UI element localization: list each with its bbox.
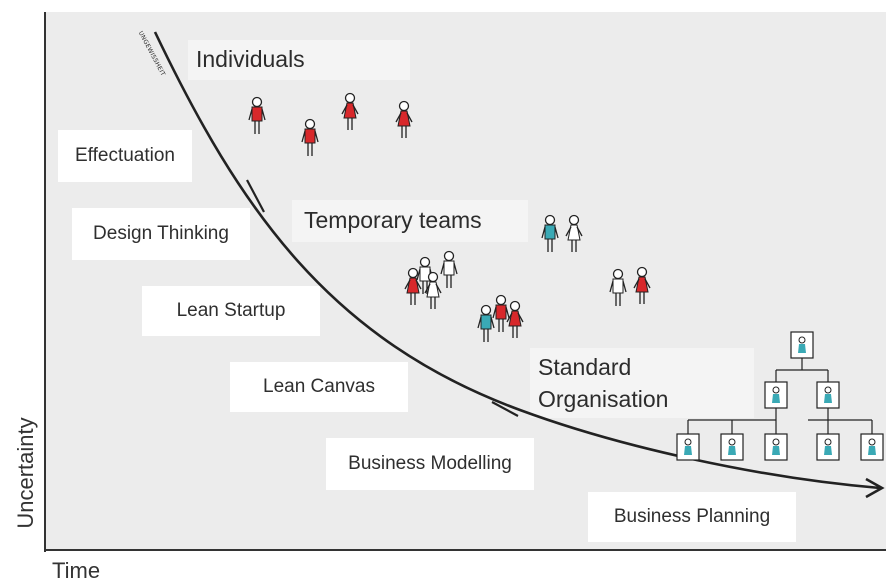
org-chart xyxy=(687,358,873,434)
team-figure xyxy=(440,250,458,288)
team-figure xyxy=(541,214,559,252)
team-figure xyxy=(424,271,442,309)
team-figure xyxy=(633,266,651,304)
method-box-design-thinking: Design Thinking xyxy=(72,208,250,260)
team-figure xyxy=(609,268,627,306)
curve-tick-2 xyxy=(491,401,519,417)
stage-label-organisation-line2: Organisation xyxy=(538,386,669,412)
curve-tick-1 xyxy=(246,179,265,213)
team-figure xyxy=(477,304,495,342)
teams-label-bg xyxy=(292,200,528,242)
organisation-label-bg xyxy=(530,348,754,418)
org-card xyxy=(816,433,840,461)
x-axis-label: Time xyxy=(52,558,101,583)
curve-arrowhead xyxy=(865,477,885,499)
org-card xyxy=(790,331,814,359)
uncertainty-curve xyxy=(153,31,881,490)
team-figure xyxy=(404,267,422,305)
team-figure xyxy=(492,294,510,332)
org-card xyxy=(720,433,744,461)
method-box-lean-canvas: Lean Canvas xyxy=(230,362,408,412)
org-card xyxy=(816,381,840,409)
individual-figure xyxy=(248,96,266,134)
method-box-business-modelling: Business Modelling xyxy=(326,438,534,490)
team-figure xyxy=(506,300,524,338)
individuals-label-bg xyxy=(188,40,410,80)
org-card xyxy=(764,433,788,461)
team-figure xyxy=(565,214,583,252)
individual-figure xyxy=(395,100,413,138)
method-box-business-planning: Business Planning xyxy=(588,492,796,542)
org-card xyxy=(860,433,884,461)
method-box-lean-startup: Lean Startup xyxy=(142,286,320,336)
individual-figure xyxy=(301,118,319,156)
org-card xyxy=(676,433,700,461)
x-axis xyxy=(44,549,886,551)
team-figure xyxy=(416,256,434,294)
stage-label-temporary-teams: Temporary teams xyxy=(304,207,482,233)
stage-label-individuals: Individuals xyxy=(196,46,305,72)
method-box-effectuation: Effectuation xyxy=(58,130,192,182)
individual-figure xyxy=(341,92,359,130)
y-axis xyxy=(44,12,46,552)
org-card xyxy=(764,381,788,409)
stage-label-organisation-line1: Standard xyxy=(538,354,632,380)
